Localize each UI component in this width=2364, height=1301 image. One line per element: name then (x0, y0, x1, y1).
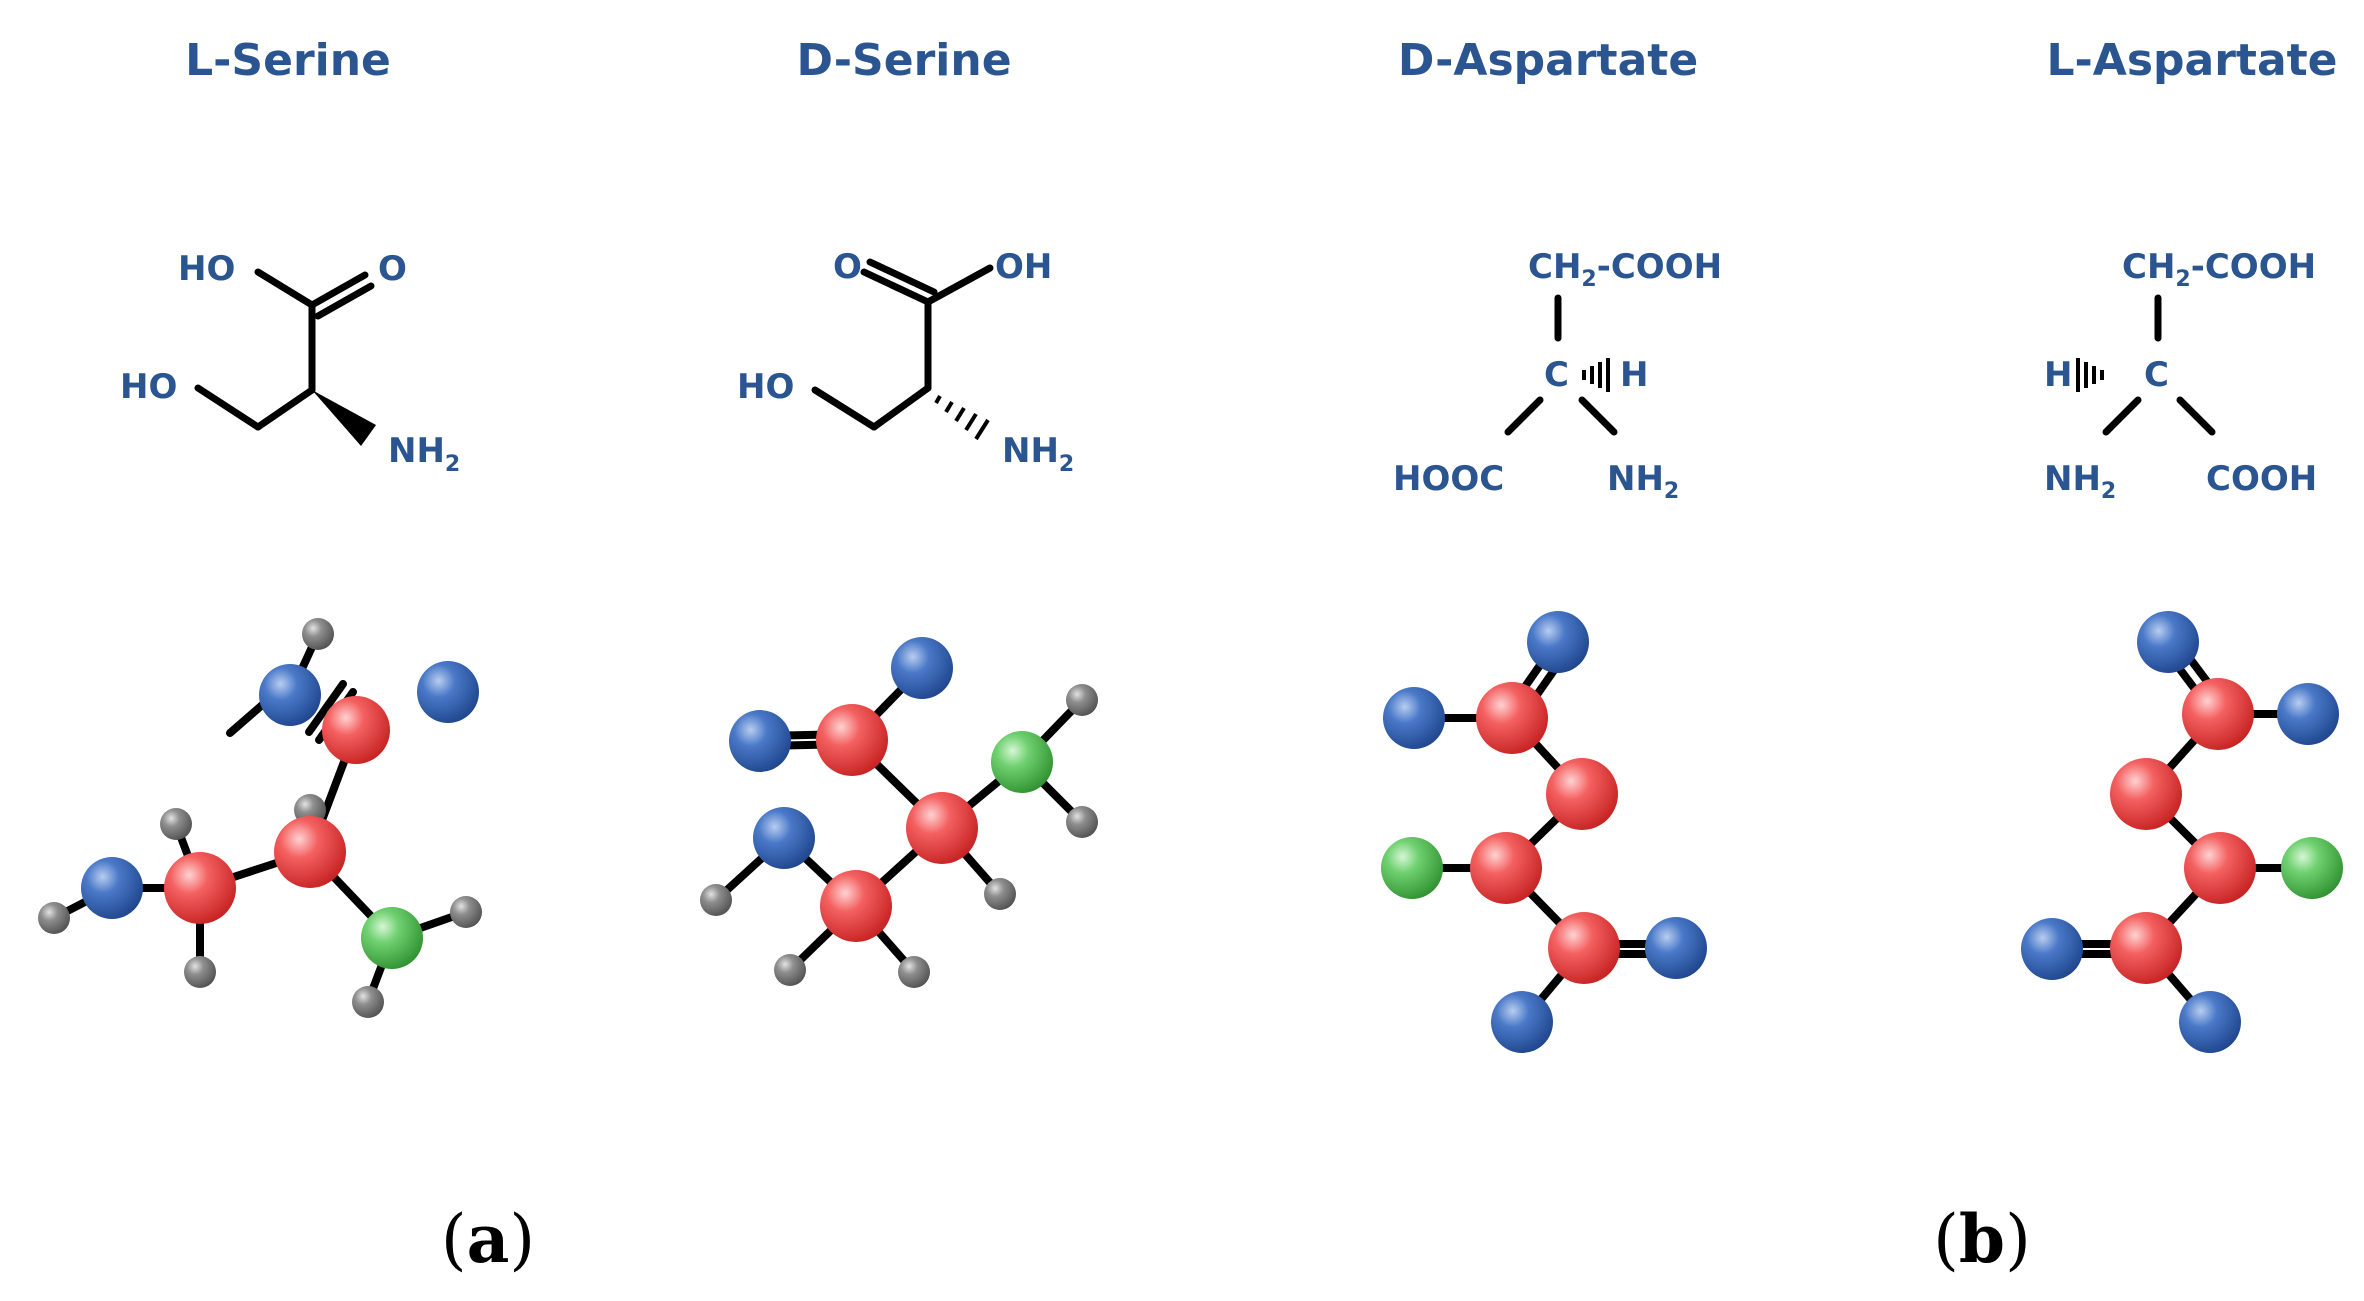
atom-blue (2179, 991, 2241, 1053)
d-aspartate-model (1381, 611, 1707, 1053)
panel-label-a: (a) (441, 1200, 535, 1278)
atom-red (322, 696, 390, 764)
title-l-aspartate: L-Aspartate (2046, 35, 2337, 86)
d-aspartate-formula: CH2-COOH C H HOOC NH2 (1393, 247, 1722, 504)
atom-blue (1491, 991, 1553, 1053)
atom-blue (1383, 687, 1445, 749)
atom-gray (184, 956, 216, 988)
l-aspartate-formula: CH2-COOH H C NH2 COOH (2044, 247, 2317, 504)
atom-blue (1527, 611, 1589, 673)
l-aspartate-ch2-cooh: CH2-COOH (2122, 247, 2316, 292)
atom-green (361, 907, 423, 969)
atom-gray (38, 902, 70, 934)
d-aspartate-ch2-cooh: CH2-COOH (1528, 247, 1722, 292)
l-serine-wedge-bond (312, 390, 376, 446)
d-aspartate-c: C (1544, 355, 1569, 395)
atom-blue (729, 710, 791, 772)
atom-red (820, 870, 892, 942)
l-aspartate-hash-bond (2076, 358, 2104, 392)
atom-gray (774, 954, 806, 986)
atom-blue (1645, 917, 1707, 979)
title-d-serine: D-Serine (796, 35, 1011, 86)
atom-gray (1066, 684, 1098, 716)
title-l-serine: L-Serine (185, 35, 391, 86)
atom-red (2182, 678, 2254, 750)
l-serine-ho-top: HO (178, 249, 235, 289)
atom-green (1381, 837, 1443, 899)
d-aspartate-nh: NH2 (1607, 459, 1679, 504)
l-serine-ho-side: HO (120, 367, 177, 407)
atom-green (991, 731, 1053, 793)
d-serine-ho: HO (737, 367, 794, 407)
d-aspartate-hooc: HOOC (1393, 459, 1504, 499)
atom-red (164, 852, 236, 924)
l-aspartate-model (2021, 611, 2343, 1053)
atom-gray (352, 986, 384, 1018)
atom-blue (2021, 918, 2083, 980)
atom-gray (160, 808, 192, 840)
atom-blue (891, 637, 953, 699)
atom-red (1470, 832, 1542, 904)
atom-red (2110, 912, 2182, 984)
d-serine-nh: NH2 (1002, 431, 1074, 477)
atom-red (1548, 912, 1620, 984)
atom-blue (81, 857, 143, 919)
d-aspartate-h: H (1620, 355, 1648, 395)
atom-gray (700, 884, 732, 916)
l-serine-formula: HO O HO NH2 (120, 249, 460, 477)
d-serine-formula: O OH HO NH2 (737, 247, 1074, 477)
atom-red (906, 792, 978, 864)
d-serine-model (700, 637, 1098, 988)
atom-blue (259, 664, 321, 726)
l-serine-nh: NH2 (388, 431, 460, 477)
title-d-aspartate: D-Aspartate (1398, 35, 1698, 86)
atom-blue (2277, 683, 2339, 745)
atom-red (274, 816, 346, 888)
l-aspartate-h: H (2044, 355, 2072, 395)
atom-gray (450, 896, 482, 928)
l-serine-o: O (378, 249, 407, 289)
l-aspartate-c: C (2144, 355, 2169, 395)
panel-label-b: (b) (1933, 1200, 2031, 1278)
atom-gray (302, 618, 334, 650)
d-serine-hash-bond (934, 395, 990, 441)
l-aspartate-nh: NH2 (2044, 459, 2116, 504)
atom-blue (2137, 611, 2199, 673)
atom-red (2110, 758, 2182, 830)
atom-red (816, 704, 888, 776)
atom-red (2184, 832, 2256, 904)
atom-green (2281, 837, 2343, 899)
atom-gray (1066, 806, 1098, 838)
d-serine-oh: OH (995, 247, 1052, 287)
atom-red (1476, 682, 1548, 754)
l-aspartate-cooh: COOH (2206, 459, 2317, 499)
atom-gray (898, 956, 930, 988)
l-serine-model (38, 618, 482, 1018)
atom-blue (753, 807, 815, 869)
d-serine-o: O (833, 247, 862, 287)
atom-gray (984, 878, 1016, 910)
atom-blue (417, 661, 479, 723)
atom-red (1546, 758, 1618, 830)
d-aspartate-hash-bond (1582, 358, 1610, 392)
